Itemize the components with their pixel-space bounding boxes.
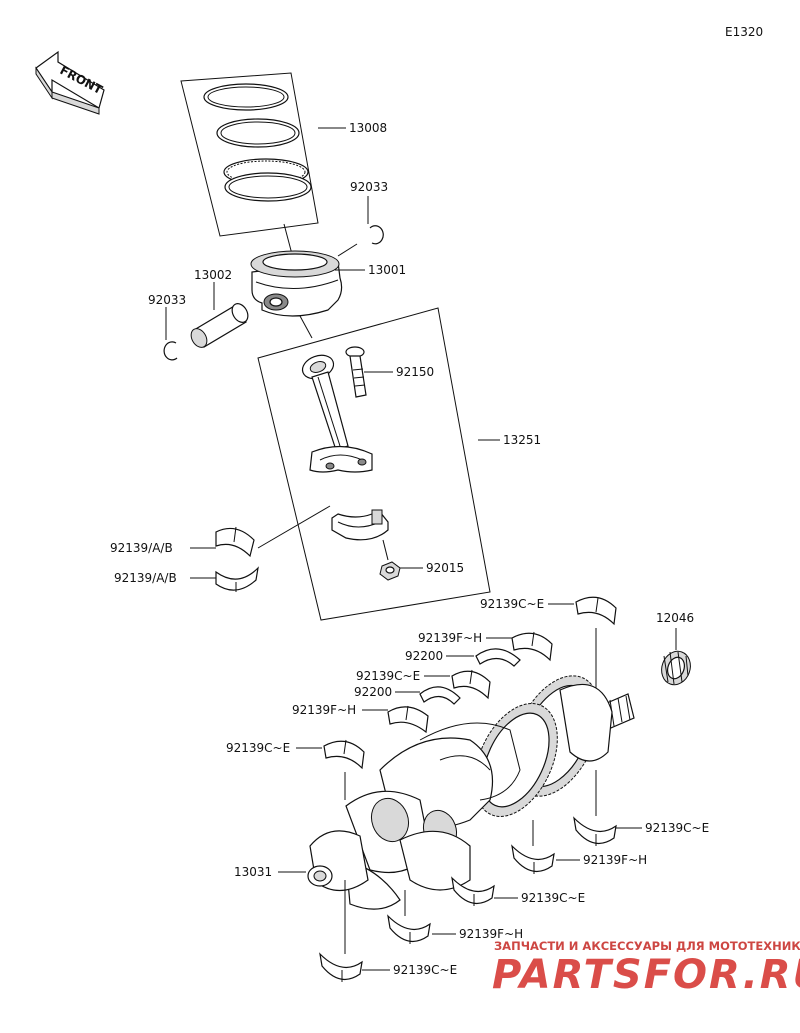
callout-92139ce-4: 92139C~E — [645, 821, 709, 835]
callout-13001: 13001 — [368, 263, 406, 277]
crankshaft — [307, 675, 635, 910]
piston — [250, 250, 343, 317]
callout-12046: 12046 — [656, 611, 694, 625]
callout-92200-2: 92200 — [354, 685, 392, 699]
piston-ring-set — [180, 72, 319, 237]
callout-92139fh-2: 92139F~H — [292, 703, 356, 717]
thrust-washer-1 — [475, 648, 521, 667]
callout-13031: 13031 — [234, 865, 272, 879]
thrust-washer-2 — [419, 686, 461, 705]
main-bearing-fh-1 — [511, 631, 553, 662]
conrod-nut — [379, 561, 401, 581]
callout-92139fh-4: 92139F~H — [459, 927, 523, 941]
main-bearing-ce-2 — [451, 669, 491, 700]
callout-13008: 13008 — [349, 121, 387, 135]
needle-bearing — [661, 650, 691, 686]
callout-92139ab-2: 92139/A/B — [114, 571, 177, 585]
callout-92200-1: 92200 — [405, 649, 443, 663]
callout-92139ce-2: 92139C~E — [356, 669, 420, 683]
callout-92033-left: 92033 — [148, 293, 186, 307]
main-bearing-top-right — [575, 596, 617, 626]
conrod-bolt — [345, 346, 367, 398]
conrod-bearing-upper — [215, 526, 255, 558]
conrod-bearing-lower — [215, 566, 259, 592]
callout-13251: 13251 — [503, 433, 541, 447]
connecting-rod — [301, 354, 373, 473]
callout-92139ab-1: 92139/A/B — [110, 541, 173, 555]
watermark-brand: PARTSFOR.RU — [492, 952, 800, 998]
callout-92139ce-5: 92139C~E — [521, 891, 585, 905]
main-bearing-fh-2 — [387, 705, 429, 734]
callout-92139ce-6: 92139C~E — [393, 963, 457, 977]
circlip-right — [369, 225, 384, 245]
diagram-code: E1320 — [725, 25, 763, 39]
callout-92033-right: 92033 — [350, 180, 388, 194]
main-bearing-ce-6 — [319, 952, 363, 982]
piston-pin — [190, 303, 249, 348]
circlip-left — [163, 341, 178, 361]
callout-92139fh-1: 92139F~H — [418, 631, 482, 645]
callout-92150: 92150 — [396, 365, 434, 379]
watermark-logo: ЗАПЧАСТИ И АКСЕССУАРЫ ДЛЯ МОТОТЕХНИКИ PA… — [492, 939, 800, 998]
callout-13002: 13002 — [194, 268, 232, 282]
front-arrow-icon: FRONT — [35, 50, 105, 115]
callout-92139fh-3: 92139F~H — [583, 853, 647, 867]
main-bearing-fh-3 — [511, 844, 555, 874]
watermark-subtitle: ЗАПЧАСТИ И АКСЕССУАРЫ ДЛЯ МОТОТЕХНИКИ — [494, 939, 800, 953]
main-bearing-ce-3 — [323, 739, 365, 770]
main-bearing-ce-5 — [451, 876, 495, 906]
main-bearing-fh-4 — [387, 914, 431, 944]
conrod-cap — [331, 509, 389, 541]
callout-92015: 92015 — [426, 561, 464, 575]
callout-92139ce-top: 92139C~E — [480, 597, 544, 611]
main-bearing-ce-4 — [573, 816, 617, 846]
callout-92139ce-3: 92139C~E — [226, 741, 290, 755]
